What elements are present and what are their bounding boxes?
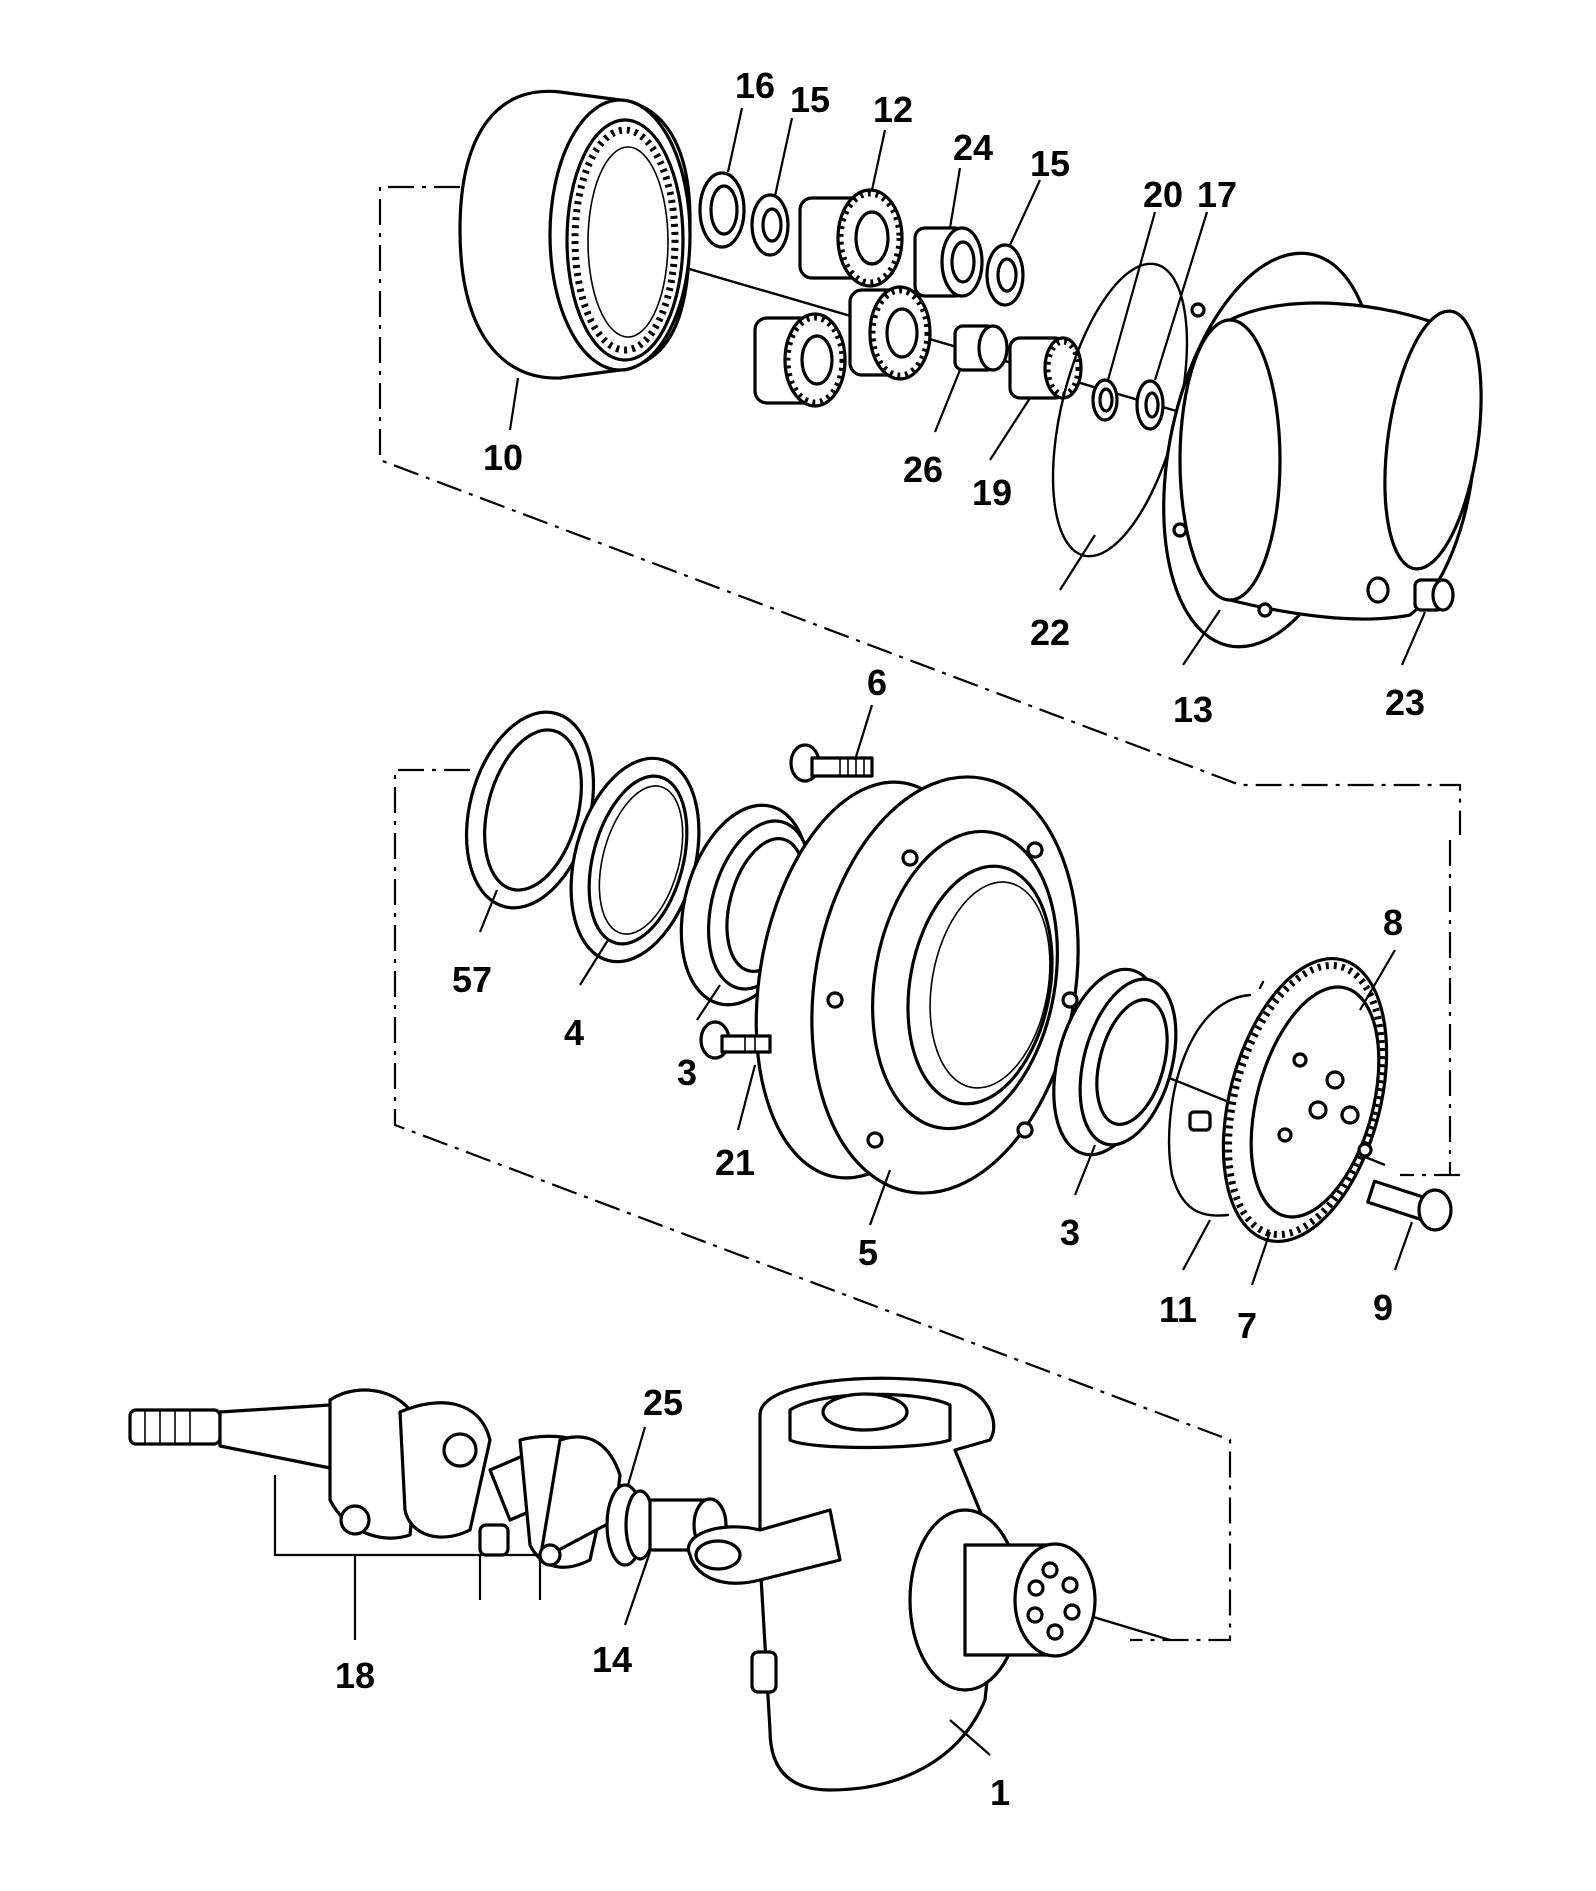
drive-shaft-18 (128, 1388, 622, 1569)
callout-24: 24 (953, 127, 993, 168)
circlip-16 (698, 171, 746, 249)
callout-14: 14 (592, 1639, 632, 1680)
shim-57 (464, 710, 596, 910)
callout-4: 4 (564, 1012, 584, 1053)
oil-seal-4 (569, 756, 701, 964)
callout-6: 6 (867, 662, 887, 703)
callout-22: 22 (1030, 612, 1070, 653)
snap-ring-11 (1167, 993, 1252, 1217)
retaining-ring-20 (1091, 378, 1119, 422)
callout-12: 12 (873, 89, 913, 130)
planet-gear-top (798, 188, 904, 288)
thrust-washer-15b (985, 243, 1025, 307)
callout-9: 9 (1373, 1287, 1393, 1328)
callout-7: 7 (1237, 1305, 1257, 1346)
sun-gear-19 (1008, 336, 1083, 400)
callout-3-right: 3 (1060, 1212, 1080, 1253)
callout-57: 57 (452, 959, 492, 1000)
callout-8: 8 (1383, 902, 1403, 943)
callout-26: 26 (903, 449, 943, 490)
bushing-26 (953, 324, 1009, 372)
wheel-hub-5 (754, 775, 1080, 1195)
callout-21: 21 (715, 1142, 755, 1183)
leader-lines (273, 107, 1427, 1756)
tapered-bearing-3b (1052, 967, 1178, 1157)
callout-13: 13 (1173, 689, 1213, 730)
bolt-21 (699, 1020, 772, 1060)
hub-cover-13 (1162, 251, 1483, 649)
seal-25 (605, 1483, 656, 1567)
washer-17 (1135, 379, 1165, 431)
snap-ring-11-end (1258, 980, 1265, 990)
needle-bearing-24 (913, 226, 984, 298)
callout-25: 25 (643, 1382, 683, 1423)
callout-5: 5 (858, 1232, 878, 1273)
callout-1: 1 (990, 1772, 1010, 1813)
steering-knuckle-1 (686, 1376, 1097, 1792)
callout-18: 18 (335, 1655, 375, 1696)
ring-gear (458, 89, 692, 380)
planet-carrier-7 (1188, 957, 1389, 1243)
bolt-9 (1366, 1179, 1453, 1232)
callout-labels: 16 15 12 24 15 20 17 10 26 19 22 13 23 6… (335, 65, 1425, 1813)
callout-15-right: 15 (1030, 143, 1070, 184)
callout-17: 17 (1197, 174, 1237, 215)
callout-11: 11 (1159, 1289, 1197, 1330)
drain-plug-23 (1413, 578, 1455, 612)
callout-15-top: 15 (790, 79, 830, 120)
callout-16: 16 (735, 65, 775, 106)
callout-3-left: 3 (677, 1052, 697, 1093)
group-outline-planetary (378, 185, 1462, 835)
group-outline-hub (393, 768, 1460, 1642)
planet-gear-middle (848, 285, 932, 381)
thrust-washer-15a (750, 193, 790, 257)
wheel-stud-6 (789, 743, 874, 783)
callout-19: 19 (972, 472, 1012, 513)
planet-gear-bottom (753, 312, 847, 408)
callout-20: 20 (1143, 174, 1183, 215)
callout-10: 10 (483, 437, 523, 478)
callout-23: 23 (1385, 682, 1425, 723)
